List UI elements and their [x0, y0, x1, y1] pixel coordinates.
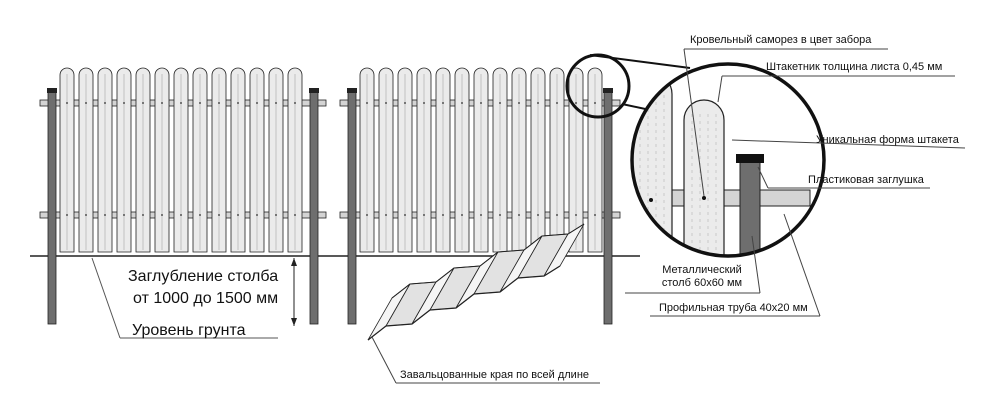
zoom-marker-icon	[565, 53, 631, 119]
screw-icon	[161, 102, 163, 104]
screw-icon	[442, 102, 444, 104]
screw-icon	[537, 102, 539, 104]
screw-icon	[556, 214, 558, 216]
screw-icon	[180, 214, 182, 216]
screw-icon	[385, 214, 387, 216]
screw-icon	[385, 102, 387, 104]
fence-section-left	[39, 67, 327, 325]
label-depth: Заглубление столба от 1000 до 1500 мм	[128, 268, 278, 309]
post	[603, 91, 613, 325]
screw-icon	[594, 102, 596, 104]
zoom-connector-top	[589, 54, 691, 69]
screw-icon	[142, 214, 144, 216]
screw-icon	[218, 214, 220, 216]
screw-icon	[161, 214, 163, 216]
zoom-screw-icon	[649, 198, 653, 202]
label-pipe: Профильная труба 40х20 мм	[659, 302, 808, 314]
screw-icon	[199, 102, 201, 104]
post-leader-a	[751, 235, 761, 294]
pipe-leader-a	[783, 213, 821, 317]
label-ground: Уровень грунта	[132, 322, 246, 339]
screw-icon	[294, 214, 296, 216]
label-depth-line2: от 1000 до 1500 мм	[133, 290, 279, 308]
screw-icon	[366, 214, 368, 216]
screw-icon	[461, 102, 463, 104]
screw-icon	[423, 102, 425, 104]
screw-icon	[594, 214, 596, 216]
post-cap	[603, 88, 613, 93]
label-thickness: Штакетник толщина листа 0,45 мм	[766, 61, 943, 73]
screw-icon	[180, 102, 182, 104]
label-post-line1: Металлический	[662, 264, 742, 276]
screw-icon	[575, 102, 577, 104]
screw-icon	[218, 102, 220, 104]
depth-arrow-top	[291, 258, 297, 266]
screw-icon	[461, 214, 463, 216]
screw-icon	[518, 214, 520, 216]
screw-icon	[85, 102, 87, 104]
screw-icon	[237, 214, 239, 216]
depth-arrow-bottom	[291, 318, 297, 326]
screw-icon	[237, 102, 239, 104]
screw-icon	[366, 102, 368, 104]
screw-icon	[556, 102, 558, 104]
screw-icon	[404, 214, 406, 216]
screw-icon	[66, 214, 68, 216]
screw-icon	[85, 214, 87, 216]
post	[47, 91, 57, 325]
screw-icon	[275, 102, 277, 104]
screw-icon	[499, 214, 501, 216]
screw-icon	[294, 102, 296, 104]
thickness-leader-b	[717, 75, 723, 103]
profiled-sheet	[367, 223, 585, 341]
screw-icon	[123, 102, 125, 104]
screw-icon	[575, 214, 577, 216]
screw-icon	[537, 214, 539, 216]
screw-icon	[104, 102, 106, 104]
post	[309, 91, 319, 325]
sheet-edge-back	[391, 223, 585, 299]
screw-icon	[123, 214, 125, 216]
screw-icon	[480, 102, 482, 104]
screw-icon	[518, 102, 520, 104]
screw-icon	[404, 102, 406, 104]
screw-icon	[104, 214, 106, 216]
label-cap: Пластиковая заглушка	[808, 174, 924, 186]
screw-icon	[199, 214, 201, 216]
label-edges: Завальцованные края по всей длине	[400, 369, 590, 381]
screw-icon	[66, 102, 68, 104]
shape-leader	[731, 139, 966, 149]
screw-icon	[142, 102, 144, 104]
label-depth-line1: Заглубление столба	[128, 268, 279, 285]
post-cap	[347, 88, 357, 93]
post-cap	[47, 88, 57, 93]
screw-icon	[442, 214, 444, 216]
post-cap	[309, 88, 319, 93]
post	[347, 91, 357, 325]
sheet-edge-front	[367, 265, 561, 341]
screw-icon	[256, 102, 258, 104]
screw-icon	[275, 214, 277, 216]
screw-icon	[480, 214, 482, 216]
zoom-cap-icon	[736, 154, 764, 163]
screw-icon	[499, 102, 501, 104]
fence-section-right	[339, 67, 621, 325]
screw-icon	[423, 214, 425, 216]
label-post: Металлический столб 60х60 мм	[650, 264, 754, 289]
label-post-line2: столб 60х60 мм	[661, 276, 743, 289]
screw-leader-b	[683, 48, 705, 197]
zoom-circle-icon	[630, 62, 826, 258]
label-screw: Кровельный саморез в цвет забора	[690, 34, 872, 46]
edges-leader-a	[371, 336, 397, 384]
ground-leader-a	[91, 257, 121, 339]
cap-leader-a	[757, 166, 769, 189]
label-shape: Уникальная форма штакета	[816, 134, 959, 146]
zoom-screw-icon	[702, 196, 706, 200]
screw-icon	[256, 214, 258, 216]
